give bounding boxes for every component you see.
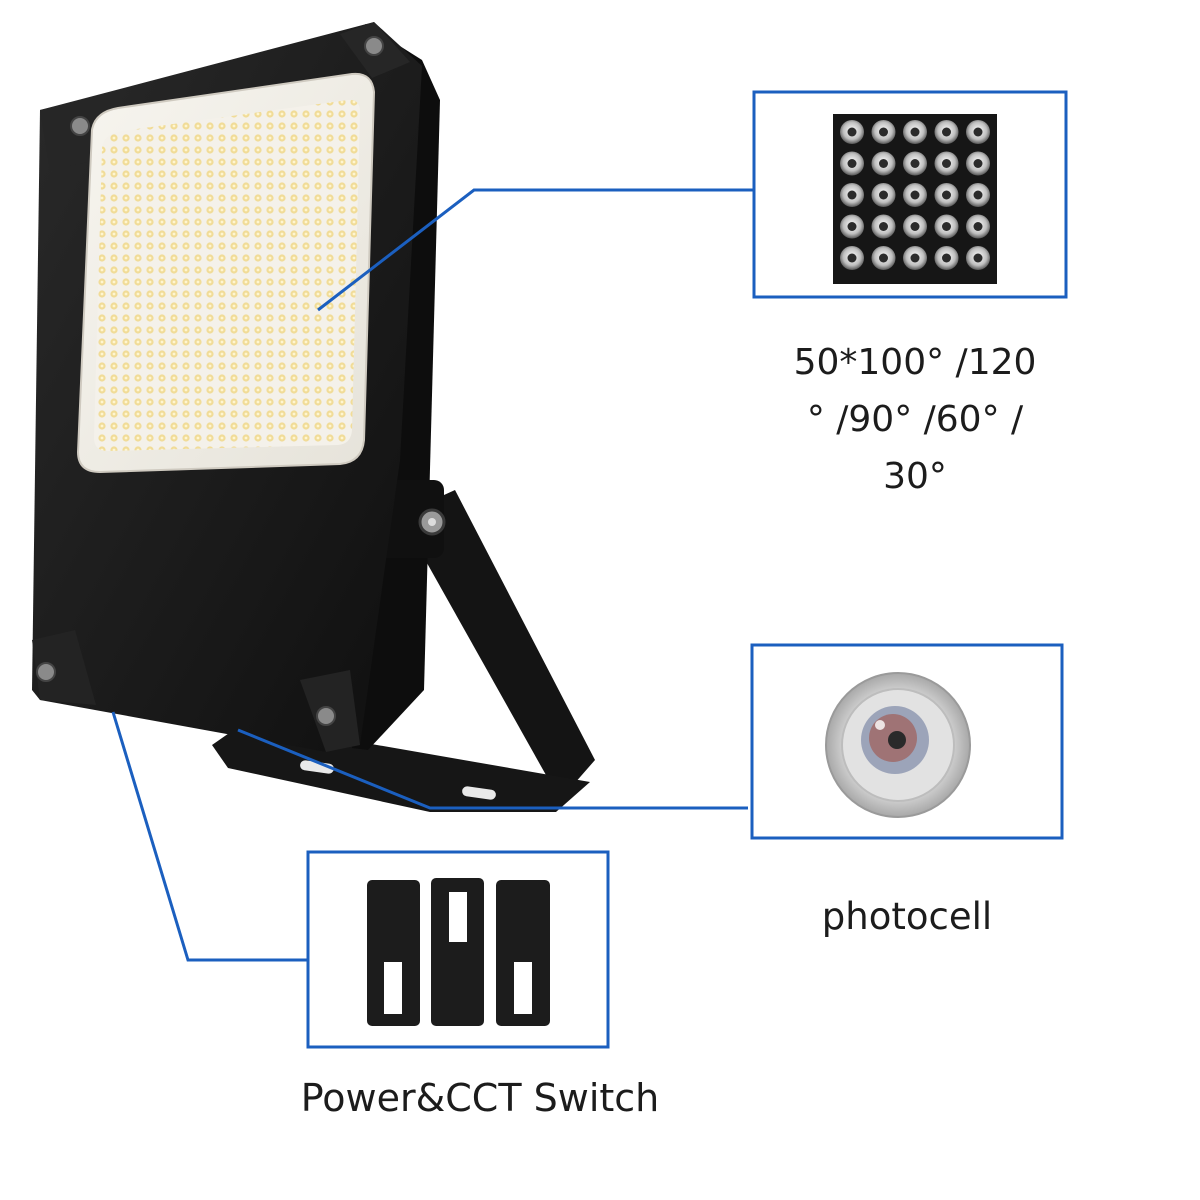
lens-center [973, 190, 983, 200]
photocell-callout [750, 643, 1064, 840]
bracket-slot [462, 786, 496, 800]
switch-lever-3 [496, 880, 550, 1026]
screw-icon [316, 706, 336, 726]
lens-center [847, 159, 857, 168]
switch-knob-2 [449, 892, 467, 942]
pivot-bolt-center [428, 518, 436, 526]
switch-knob-1 [384, 962, 402, 1014]
switch-caption: Power&CCT Switch [300, 1076, 660, 1120]
beam-angle-caption: 50*100° /120 ° /90° /60° / 30° [793, 342, 1037, 497]
screw-icon [364, 36, 384, 56]
led-array [94, 99, 360, 451]
lens-center [973, 222, 983, 231]
floodlight-fixture [32, 22, 595, 812]
lens-center [942, 253, 951, 263]
switch-lever-1 [367, 880, 420, 1026]
mounting-bracket-arm [400, 490, 595, 800]
lens-center [910, 190, 920, 200]
switch-knob-3 [514, 962, 532, 1014]
beam-angle-leader [317, 188, 754, 312]
screw-icon [36, 662, 56, 682]
switch-lever-2 [431, 878, 484, 1026]
photocell-caption: photocell [821, 895, 993, 938]
switch-callout [306, 850, 610, 1049]
callout-lines [111, 188, 754, 962]
lens-center [879, 190, 888, 200]
lens-center [910, 127, 920, 137]
lens-center [879, 222, 888, 231]
photocell-sensor-icon [825, 672, 971, 818]
screw-icon [70, 116, 90, 136]
lens-center [847, 190, 857, 200]
lens-center [973, 159, 983, 168]
lens-center [847, 127, 857, 137]
lens-center [879, 253, 888, 263]
bracket-slot [300, 760, 334, 774]
photocell-leader [237, 728, 748, 810]
lens-center [910, 253, 920, 263]
dip-switch-icon [367, 878, 550, 1026]
lens-center [942, 159, 951, 168]
beam-angle-callout [752, 90, 1068, 299]
lens-center [847, 222, 857, 231]
switch-leader [111, 711, 308, 962]
lens-center [879, 127, 888, 137]
lens-center [942, 222, 951, 231]
lens-center [942, 190, 951, 200]
lens-center [847, 253, 857, 263]
lens-center [879, 159, 888, 168]
corner-bevel [32, 630, 96, 705]
lens-center [973, 127, 983, 137]
lens-center [910, 159, 920, 168]
lens-array-icon [833, 114, 997, 284]
lens-center [973, 253, 983, 263]
lens-center [910, 222, 920, 231]
lens-center [942, 127, 951, 137]
